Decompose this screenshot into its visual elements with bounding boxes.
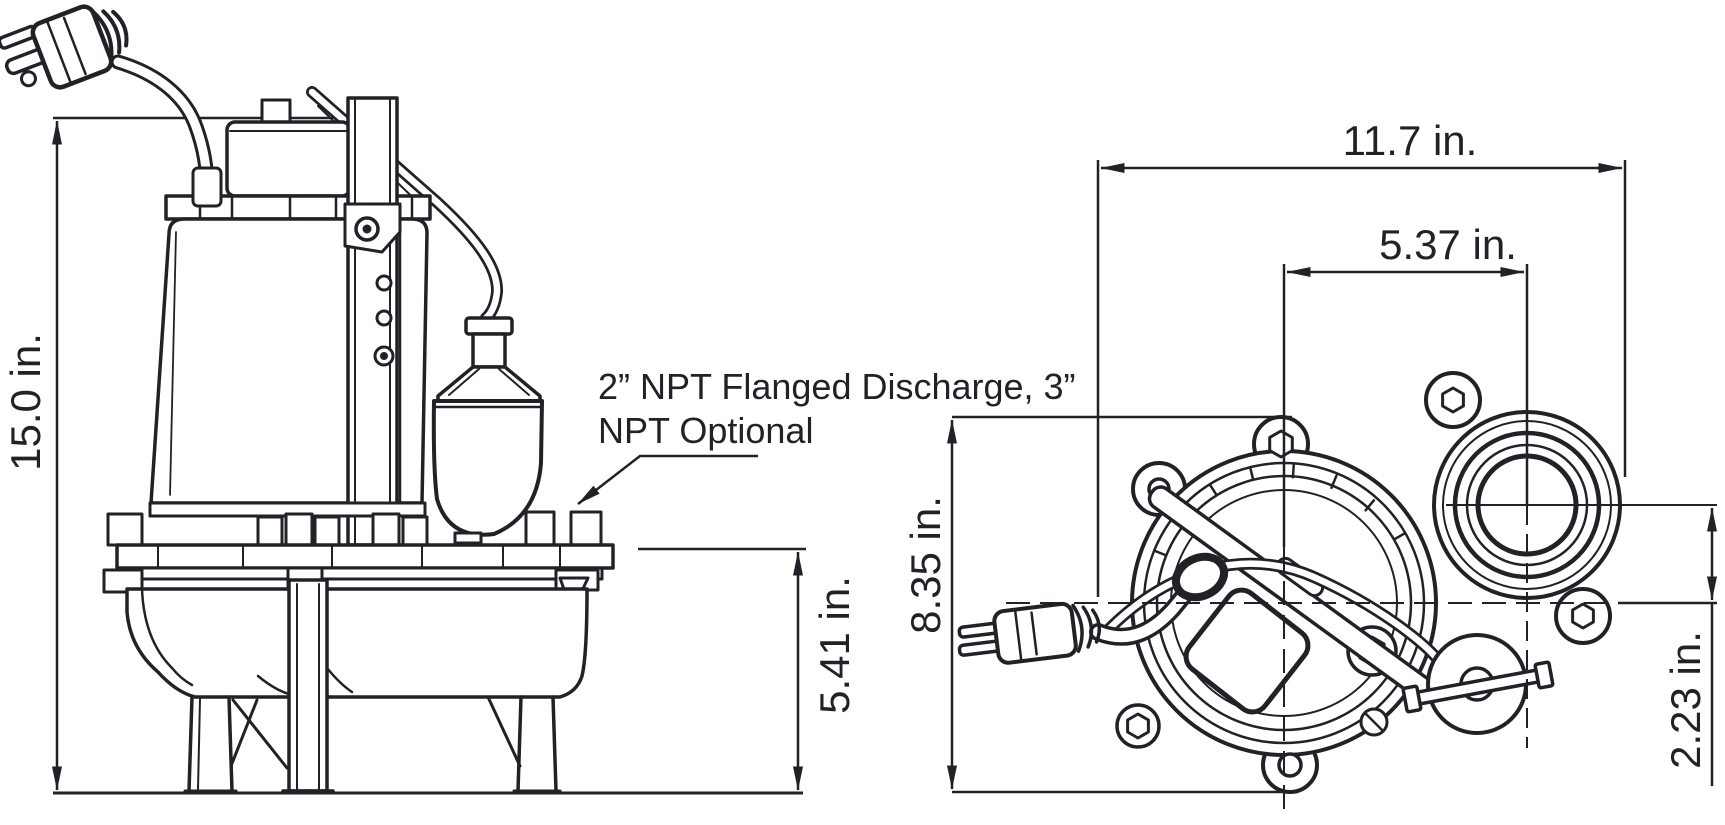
dim-discharge-height [638, 547, 806, 791]
dimension-label-center-to-discharge: 5.37 in. [1379, 221, 1517, 268]
cord-boss [1171, 552, 1229, 602]
top-ear-hex [1268, 429, 1294, 459]
power-plug-top [957, 601, 1102, 665]
mounting-flange [102, 501, 615, 594]
junction-box [1183, 587, 1311, 715]
dimension-label-discharge-offset: 2.23 in. [1662, 631, 1709, 769]
dimension-label-overall-width: 11.7 in. [1343, 117, 1478, 164]
labels: 2” NPT Flanged Discharge, 3” NPT Optiona… [2, 117, 1709, 769]
float-cable-top [1102, 557, 1446, 668]
side-view [0, 4, 615, 793]
top-view [957, 371, 1622, 794]
discharge-note-line1: 2” NPT Flanged Discharge, 3” [598, 366, 1076, 407]
volute-base [125, 587, 589, 699]
dim-overall-width [1096, 160, 1627, 597]
dim-overall-depth [947, 415, 1298, 794]
float-switch-top [1401, 633, 1555, 735]
discharge-note-line2: NPT Optional [598, 410, 813, 451]
dimension-label-overall-height: 15.0 in. [2, 333, 49, 471]
lifting-handle [225, 98, 352, 198]
cord-grip [191, 166, 223, 208]
float-switch [431, 316, 544, 545]
power-plug [0, 4, 129, 90]
dimension-label-overall-depth: 8.35 in. [902, 496, 949, 634]
dimension-label-discharge-height: 5.41 in. [811, 576, 858, 714]
support-legs [183, 578, 562, 793]
guide-rail [343, 96, 402, 547]
dimension-lines [52, 116, 1717, 795]
centerlines [1006, 264, 1717, 818]
leader-discharge-note [577, 454, 758, 505]
